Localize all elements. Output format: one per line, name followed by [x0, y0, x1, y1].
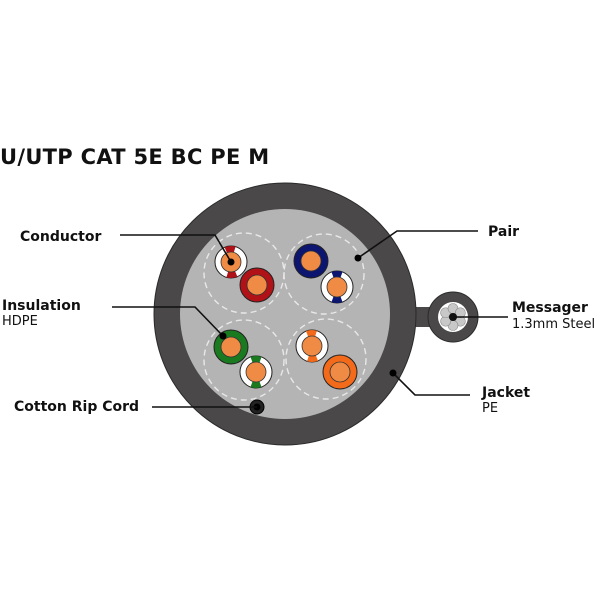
pair-outline — [203, 319, 285, 401]
leader-conductor — [120, 234, 232, 263]
solid-wire-red — [239, 267, 275, 303]
label-jacket-detail: PE — [482, 401, 499, 416]
stripe — [250, 356, 262, 363]
label-pair: Pair — [488, 224, 520, 240]
leader-pair — [357, 230, 478, 259]
striped-wire-white-blue — [320, 270, 354, 304]
label-jacket: Jacket — [482, 385, 531, 401]
filler — [180, 209, 390, 419]
stripe — [226, 271, 238, 279]
stripe — [307, 355, 319, 363]
label-rip-cord: Cotton Rip Cord — [14, 399, 140, 415]
pair-outline — [285, 318, 367, 400]
label-messager: Messager — [512, 300, 588, 316]
leader-insulation — [112, 306, 224, 337]
stripe — [250, 381, 262, 388]
striped-wire-white-green — [239, 355, 273, 389]
twisted-pair — [293, 243, 354, 304]
striped-wire-white-orange — [295, 329, 329, 363]
leader-jacket — [392, 372, 470, 396]
label-insulation-detail: HDPE — [2, 314, 38, 329]
solid-wire-blue — [293, 243, 329, 279]
label-insulation: Insulation — [2, 298, 81, 314]
stripe — [331, 271, 343, 278]
solid-wire-orange — [322, 354, 358, 390]
conductor — [301, 335, 323, 357]
messenger — [427, 291, 479, 343]
stripe — [331, 296, 343, 303]
conductor — [245, 361, 267, 383]
label-conductor: Conductor — [20, 229, 102, 245]
diagram-title: U/UTP CAT 5E BC PE M — [0, 145, 270, 169]
label-messager-detail: 1.3mm Steel — [512, 317, 596, 332]
conductor — [326, 276, 348, 298]
pair-outline — [283, 233, 365, 315]
solid-wire-green — [213, 329, 249, 365]
stripe — [224, 246, 236, 253]
twisted-pair — [295, 329, 358, 390]
stripe — [305, 330, 317, 337]
pair-outline — [203, 232, 285, 314]
